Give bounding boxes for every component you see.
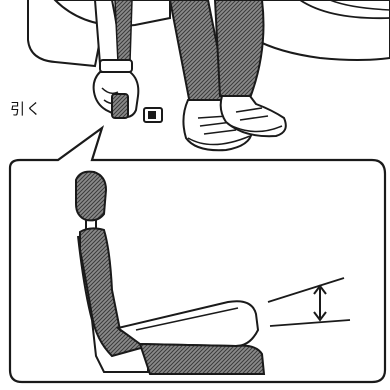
seat-lever-icon: [112, 94, 128, 118]
pull-caption: 引く: [10, 98, 42, 119]
top-scene: [28, 0, 390, 150]
seat-base: [140, 344, 264, 374]
right-leg: [215, 0, 264, 98]
headrest: [76, 172, 106, 221]
